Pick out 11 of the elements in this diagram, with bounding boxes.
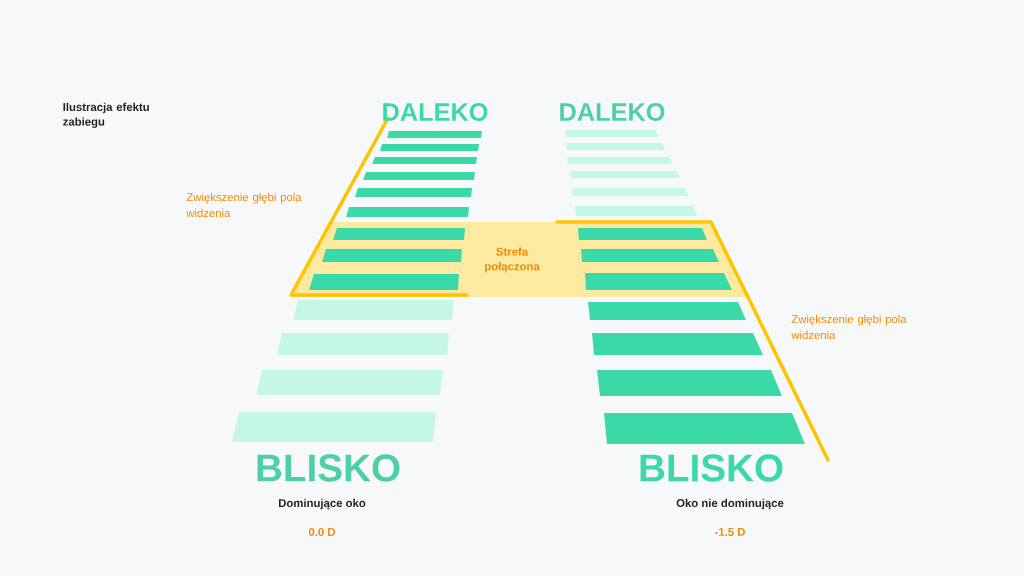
diopter-value: 0.0 D [308, 528, 336, 536]
heading: BLISKO [257, 454, 400, 482]
diopter-value: -1.5 D [715, 528, 745, 536]
eye-label: Oko nie dominujące [676, 498, 784, 510]
title: Ilustracja efektu zabiegu [63, 102, 149, 128]
annotation: Zwiększenie głębi pola widzenia [186, 192, 302, 218]
heading: BLISKO [640, 454, 783, 482]
annotation: Zwiększenie głębi pola widzenia [791, 314, 907, 340]
heading: DALEKO [560, 103, 665, 121]
eye-label: Dominujące oko [279, 498, 366, 510]
heading: DALEKO [383, 103, 488, 121]
